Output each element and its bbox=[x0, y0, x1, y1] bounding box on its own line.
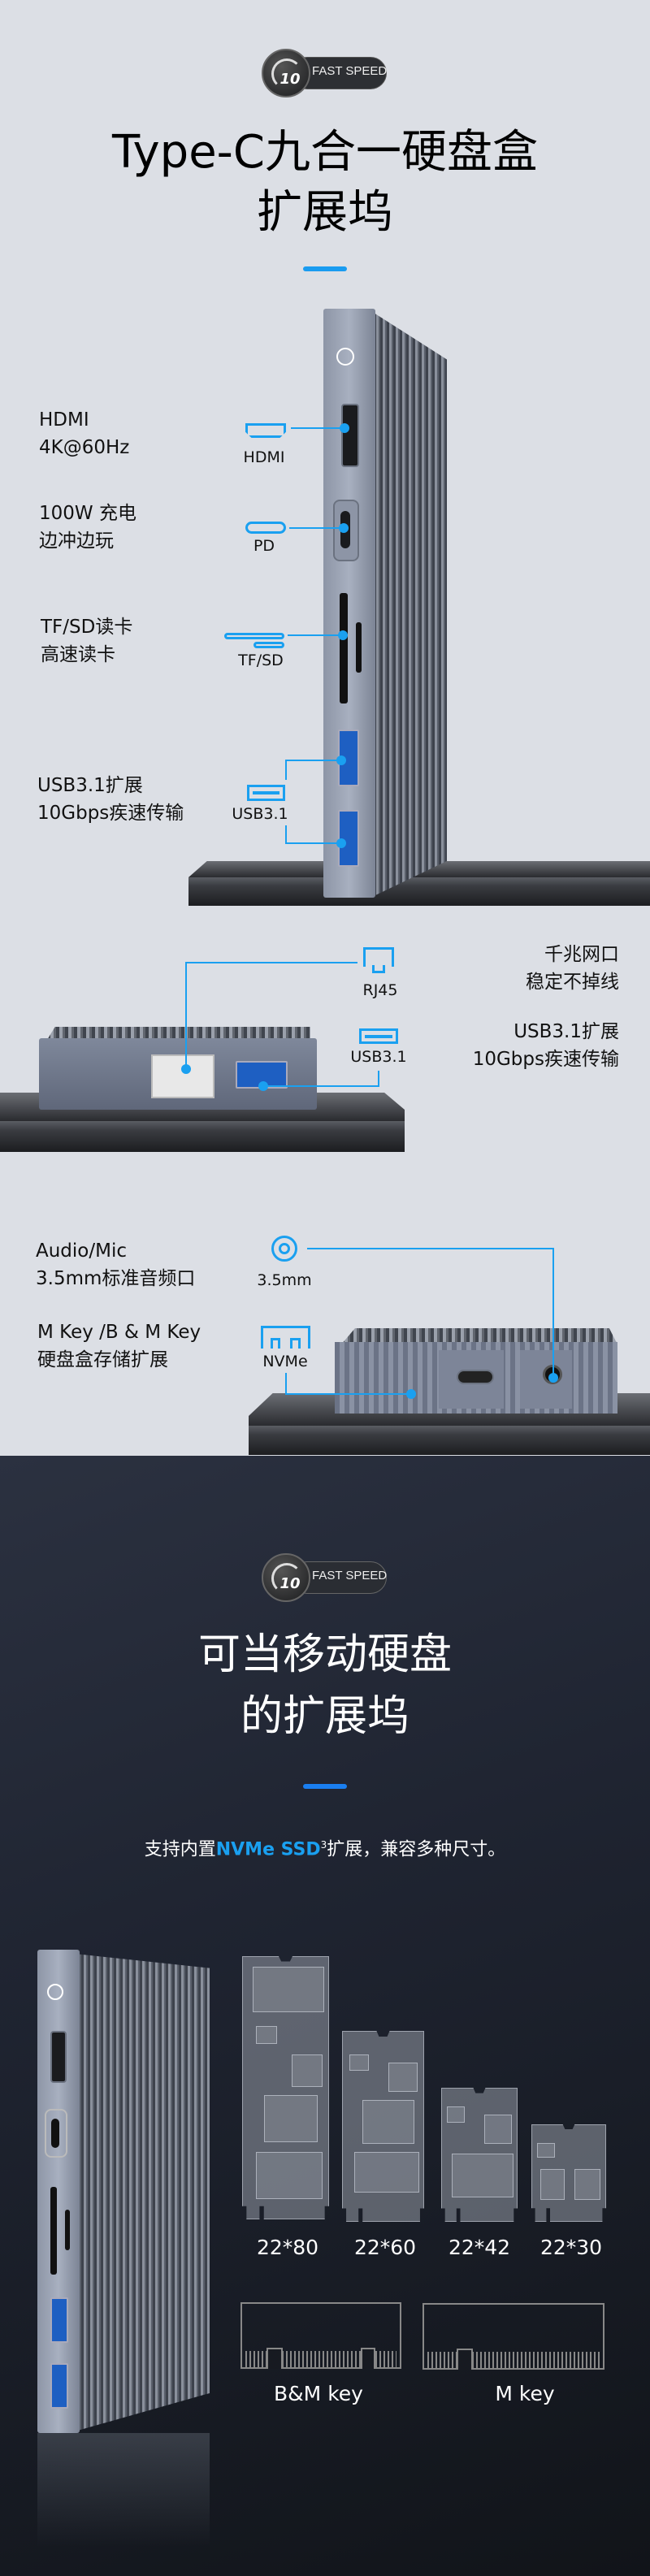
connector-line bbox=[552, 1248, 554, 1376]
hdmi-label: HDMI bbox=[243, 448, 285, 466]
connector-dot bbox=[339, 523, 349, 533]
ethernet-port-icon-tab bbox=[372, 965, 385, 973]
audio-label: 3.5mm bbox=[257, 1271, 312, 1289]
key-label: B&M key bbox=[274, 2382, 363, 2405]
section2-subtitle: 支持内置NVMe SSD3扩展，兼容多种尺寸。 bbox=[144, 1839, 506, 1860]
usb-label: USB3.1 bbox=[350, 1048, 407, 1066]
hero-title-line1: Type-C九合一硬盘盒 bbox=[112, 126, 538, 179]
shelf bbox=[249, 1426, 650, 1455]
section2-title-line2: 的扩展坞 bbox=[240, 1692, 410, 1741]
hero-title-line2: 扩展坞 bbox=[257, 186, 393, 239]
rj45-port bbox=[151, 1054, 214, 1098]
badge-text: FAST SPEED bbox=[312, 64, 388, 78]
usb-port-2 bbox=[50, 2363, 68, 2409]
rj45-desc: 千兆网口稳定不掉线 bbox=[526, 944, 619, 993]
connector-line bbox=[285, 842, 339, 844]
usb-a-port-icon bbox=[359, 1028, 398, 1044]
ethernet-port-icon bbox=[363, 947, 394, 967]
ssd-2280 bbox=[242, 1956, 329, 2219]
card-slot-icon-small bbox=[254, 642, 284, 648]
connector-dot bbox=[406, 1389, 416, 1399]
card-slot-icon bbox=[224, 633, 284, 639]
tfsd-desc: TF/SD读卡高速读卡 bbox=[41, 617, 133, 665]
bm-key-diagram bbox=[240, 2302, 401, 2369]
fast-speed-badge-2: 10 FAST SPEED bbox=[262, 1553, 388, 1602]
divider-bar bbox=[303, 266, 347, 271]
shelf bbox=[188, 877, 650, 906]
divider-bar bbox=[303, 1784, 347, 1789]
nvme-icon bbox=[261, 1326, 310, 1349]
hdmi-port bbox=[50, 2031, 67, 2083]
ssd-2242 bbox=[441, 2088, 518, 2222]
nvme-label: NVMe bbox=[262, 1353, 308, 1370]
sd-slot bbox=[50, 2187, 57, 2275]
connector-line bbox=[185, 962, 187, 1067]
type-c-port bbox=[457, 1370, 494, 1384]
hdmi-port bbox=[341, 404, 359, 467]
pd-port bbox=[45, 2109, 67, 2158]
connector-dot bbox=[548, 1373, 558, 1383]
connector-line bbox=[289, 527, 341, 529]
tf-slot bbox=[356, 622, 362, 673]
connector-line bbox=[285, 825, 287, 843]
section2-title-line1: 可当移动硬盘 bbox=[197, 1630, 452, 1679]
connector-dot bbox=[338, 630, 348, 640]
connector-line bbox=[285, 760, 287, 780]
connector-line bbox=[288, 634, 340, 636]
connector-line bbox=[378, 1071, 379, 1087]
connector-dot bbox=[340, 423, 349, 433]
speedometer-icon: 10 bbox=[262, 1553, 310, 1602]
logo-icon bbox=[47, 1984, 63, 2000]
usb-port-1 bbox=[50, 2297, 68, 2343]
tf-slot bbox=[65, 2210, 70, 2250]
connector-line bbox=[307, 1248, 554, 1249]
key-label: M key bbox=[495, 2382, 555, 2405]
audio-jack-icon bbox=[271, 1236, 297, 1262]
device-front bbox=[37, 1950, 80, 2433]
connector-line bbox=[185, 962, 358, 963]
device-reflection bbox=[37, 2433, 210, 2547]
connector-line bbox=[262, 1085, 379, 1087]
tfsd-label: TF/SD bbox=[238, 652, 284, 669]
connector-line bbox=[285, 760, 339, 761]
size-label: 22*80 bbox=[256, 2236, 319, 2259]
m-key-diagram bbox=[422, 2303, 604, 2370]
size-label: 22*30 bbox=[540, 2236, 603, 2259]
size-label: 22*60 bbox=[353, 2236, 417, 2259]
speedometer-icon: 10 bbox=[262, 49, 310, 97]
heatsink-fins bbox=[47, 1027, 310, 1040]
size-label: 22*42 bbox=[448, 2236, 511, 2259]
heatsink-fins bbox=[341, 1328, 618, 1344]
ssd-2230 bbox=[531, 2124, 606, 2222]
sd-slot bbox=[340, 593, 348, 704]
logo-icon bbox=[336, 348, 354, 366]
usb-label: USB3.1 bbox=[232, 805, 288, 823]
badge-text: FAST SPEED bbox=[312, 1569, 388, 1582]
pd-label: PD bbox=[253, 537, 275, 555]
shelf bbox=[0, 1121, 405, 1152]
fast-speed-badge: 10 FAST SPEED bbox=[262, 49, 388, 97]
pd-desc: 100W 充电边冲边玩 bbox=[39, 503, 136, 552]
heatsink-fins bbox=[75, 1954, 210, 2431]
heatsink-fins bbox=[374, 313, 447, 896]
connector-dot bbox=[258, 1081, 268, 1091]
connector-line bbox=[285, 1393, 411, 1395]
usb-a-port-icon bbox=[247, 785, 285, 801]
connector-line bbox=[291, 427, 341, 429]
connector-dot bbox=[181, 1064, 191, 1074]
ssd-2260 bbox=[342, 2031, 424, 2222]
connector-dot bbox=[336, 755, 346, 765]
connector-dot bbox=[336, 838, 346, 848]
hdmi-port-icon bbox=[245, 423, 286, 438]
rj45-label: RJ45 bbox=[362, 981, 398, 999]
connector-line bbox=[285, 1373, 287, 1394]
pd-port bbox=[333, 500, 359, 561]
usb-c-port-icon bbox=[245, 522, 286, 534]
